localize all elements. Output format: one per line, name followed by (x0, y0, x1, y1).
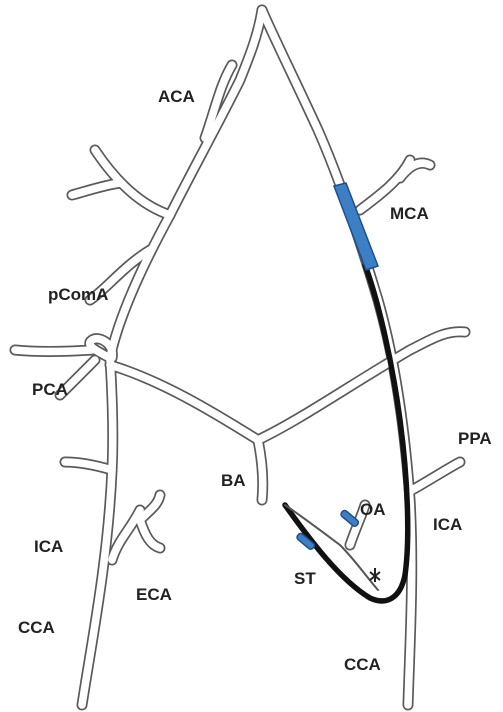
label-pcoma: pComA (48, 285, 108, 304)
label-ica-left: ICA (34, 537, 63, 556)
label-eca: ECA (136, 585, 172, 604)
label-cca-right: CCA (344, 655, 381, 674)
label-pca: PCA (32, 380, 68, 399)
label-cca-left: CCA (18, 618, 55, 637)
label-st: ST (294, 569, 316, 588)
label-oa: OA (360, 500, 386, 519)
catheter-knot (370, 568, 380, 582)
label-ppa: PPA (458, 429, 492, 448)
vessel-lumens (15, 10, 465, 705)
label-aca: ACA (158, 87, 195, 106)
label-ica-right: ICA (433, 515, 462, 534)
label-ba: BA (221, 471, 246, 490)
label-mca: MCA (390, 204, 429, 223)
